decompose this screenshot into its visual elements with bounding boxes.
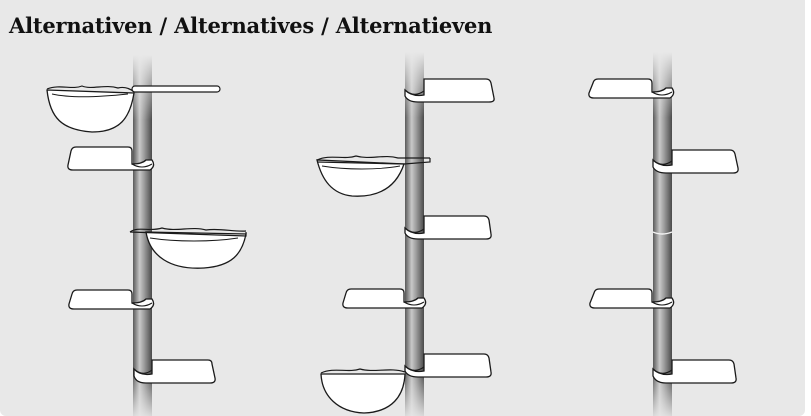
shelf [404, 353, 492, 378]
shelf [342, 288, 427, 309]
shelf [589, 288, 675, 309]
basket [320, 368, 406, 414]
configuration-1 [46, 55, 247, 416]
configuration-2 [316, 52, 495, 416]
shelf [652, 149, 739, 174]
hammock [129, 227, 247, 269]
configuration-3 [588, 52, 739, 416]
shelf [404, 78, 495, 103]
hammock [46, 85, 221, 133]
shelf [133, 359, 216, 384]
shelf [68, 289, 155, 310]
shelf [652, 359, 737, 384]
hammock [316, 155, 431, 197]
shelf [404, 215, 492, 240]
shelf [67, 146, 155, 171]
shelf [588, 78, 675, 99]
page-title: Alternativen / Alternatives / Alternatie… [9, 13, 493, 38]
